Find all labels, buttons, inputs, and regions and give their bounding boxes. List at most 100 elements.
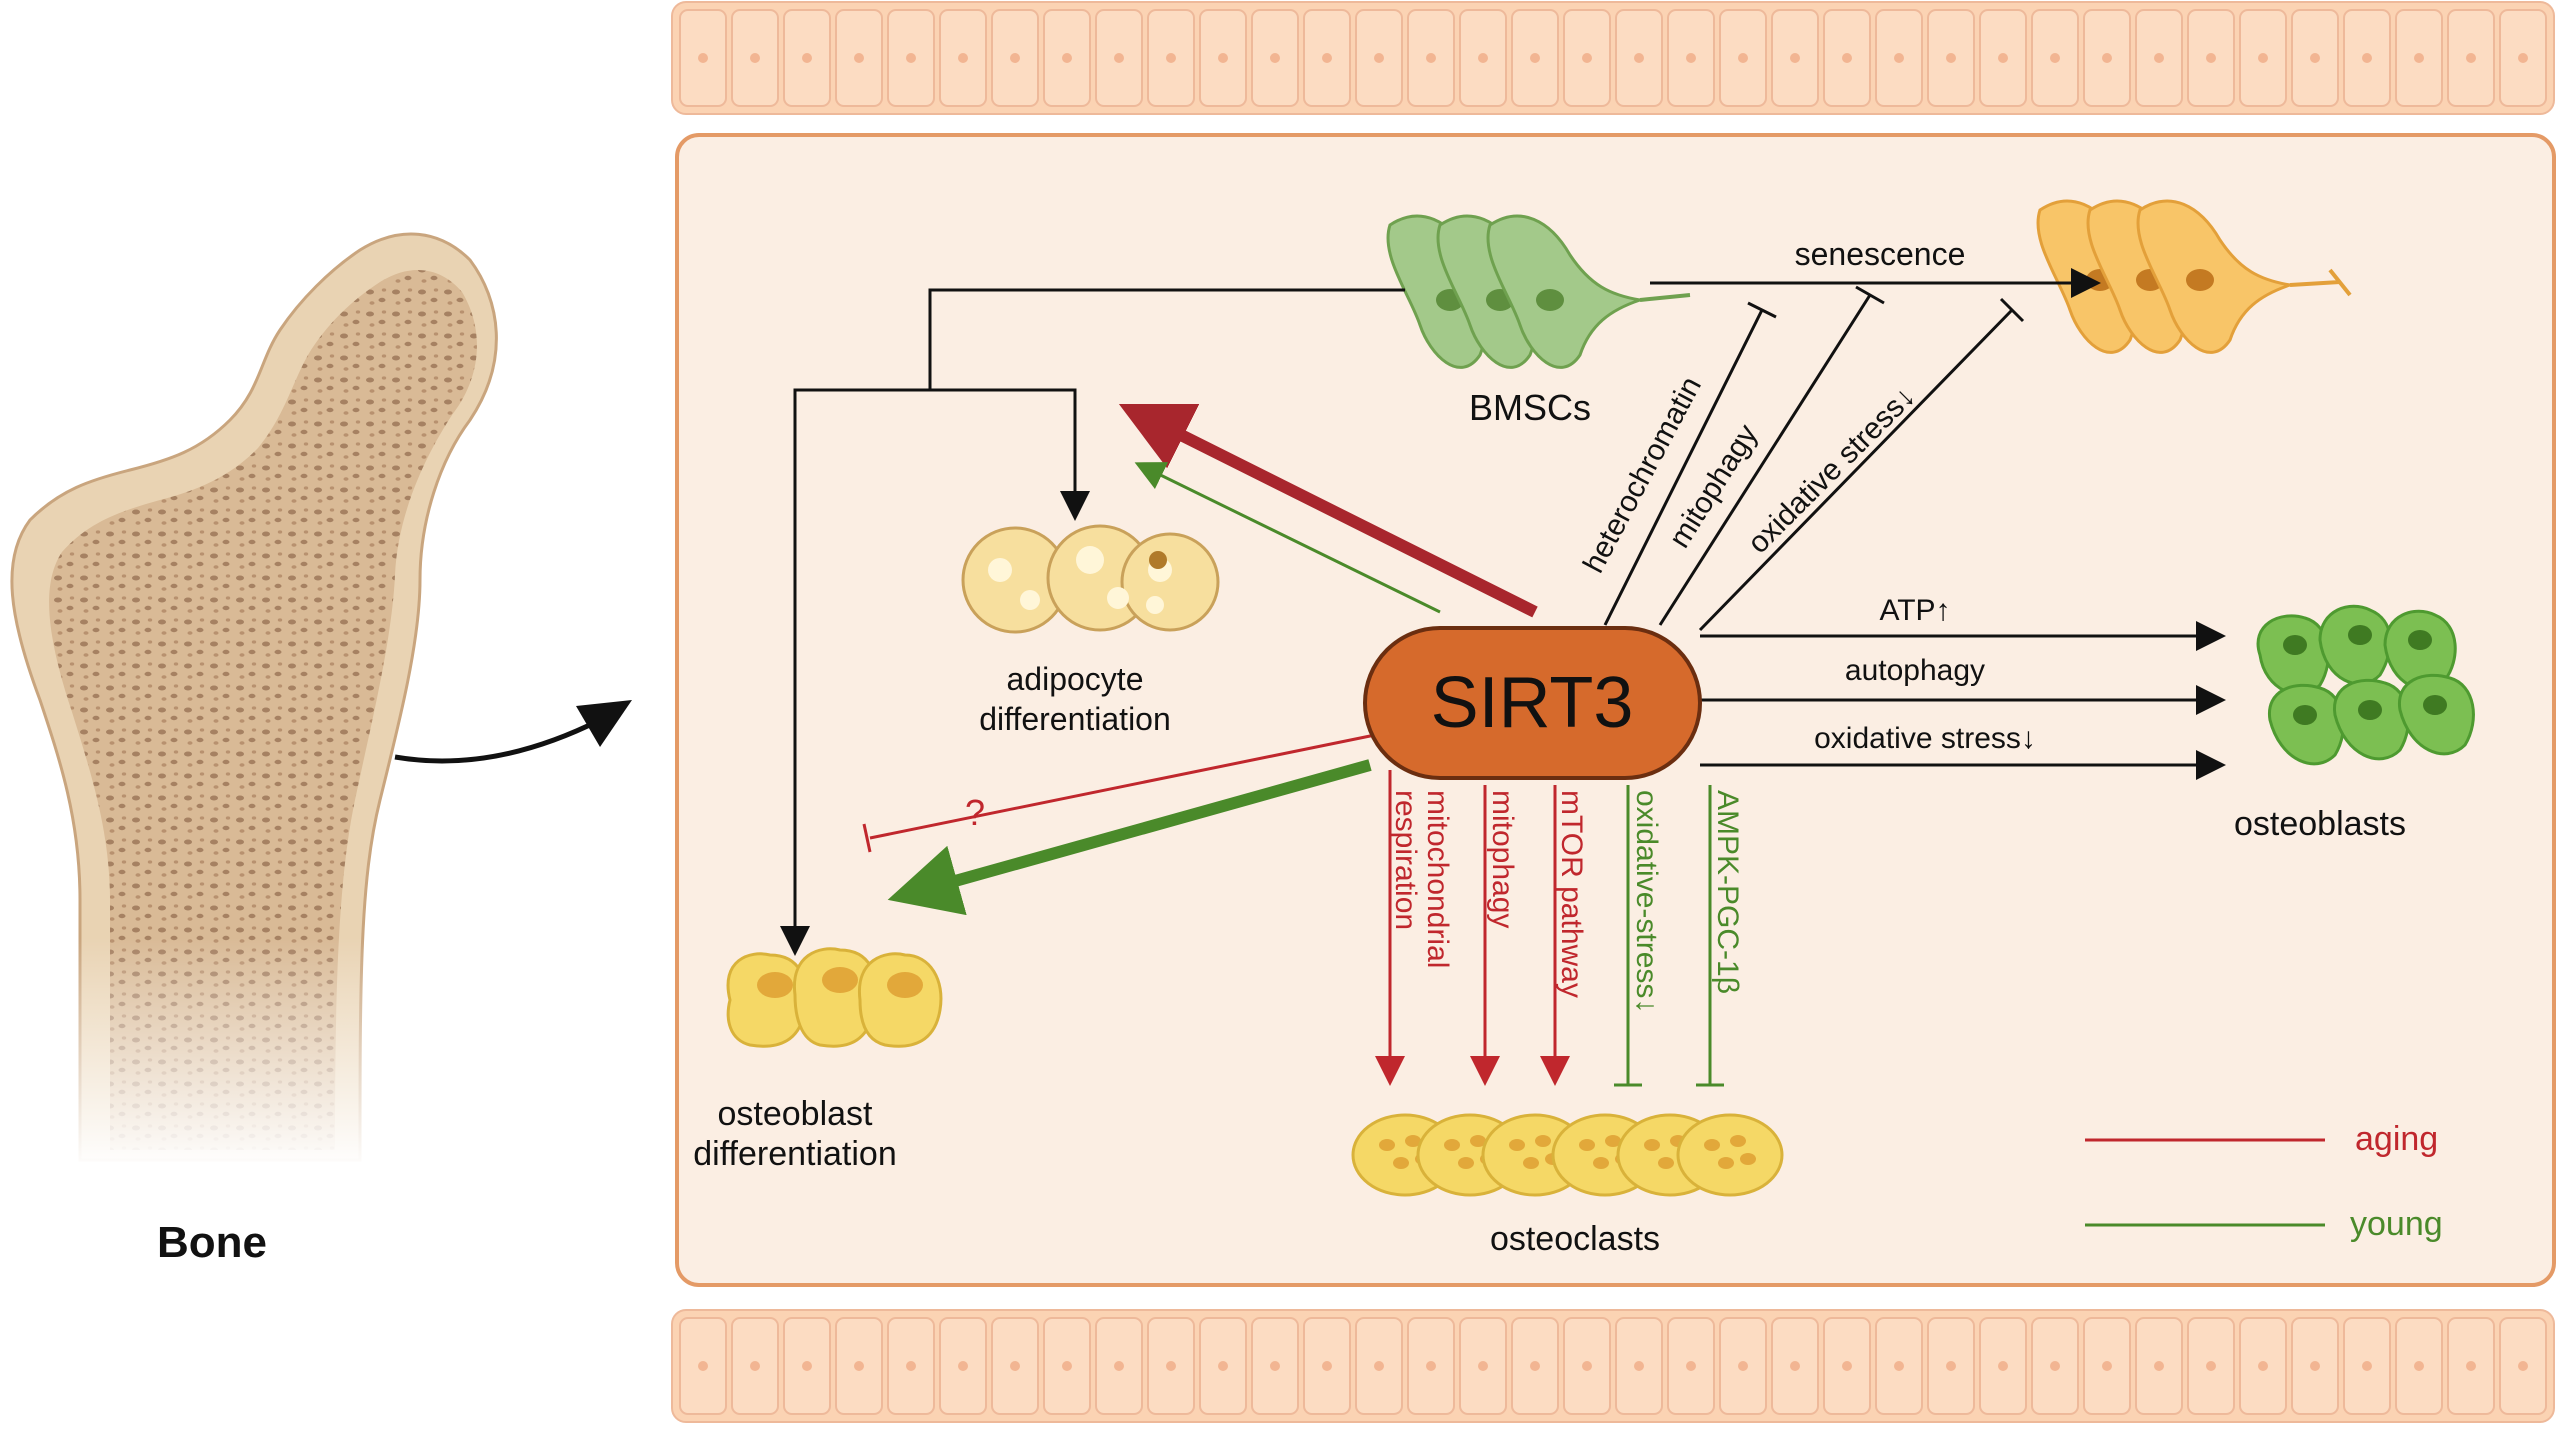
vessel-cell-nucleus [1790, 53, 1800, 63]
vessel-cell-nucleus [1738, 1361, 1748, 1371]
vessel-cell-nucleus [1686, 1361, 1696, 1371]
vessel-cell-nucleus [2362, 1361, 2372, 1371]
vessel-cell-nucleus [1998, 1361, 2008, 1371]
sirt3-label: SIRT3 [1431, 663, 1634, 743]
osteoclast-cells [1351, 1113, 1784, 1197]
bmsc-branch-lines [780, 288, 1405, 956]
osteoclast-nucleus [1523, 1157, 1539, 1169]
vessel-cell-nucleus [750, 53, 760, 63]
aging-adipocyte-arrow [1118, 403, 1538, 618]
bone-to-panel-arrowhead [576, 700, 632, 747]
vessel-cell-nucleus [1114, 1361, 1124, 1371]
vessel-cell-nucleus [802, 53, 812, 63]
senescence-inhibitors [1603, 285, 2025, 632]
vessel-cell-nucleus [1634, 53, 1644, 63]
vessel-top [671, 1, 2555, 115]
mito-resp-label-line1: mitochondrial [1421, 790, 1454, 968]
vessel-cell-nucleus [2206, 1361, 2216, 1371]
vessel-cell-nucleus [958, 1361, 968, 1371]
vessel-cell-nucleus [1530, 53, 1540, 63]
vessel-cell-nucleus [1374, 53, 1384, 63]
vessel-cell-nucleus [1530, 1361, 1540, 1371]
vessel-cell-nucleus [1218, 1361, 1228, 1371]
vessel-cell-nucleus [958, 53, 968, 63]
vessel-cell-nucleus [1478, 53, 1488, 63]
unknown-effect-label: ? [965, 792, 985, 833]
vessel-cell-nucleus [1374, 1361, 1384, 1371]
oxidative-stress-oc-label: oxidative-stress↓ [1630, 790, 1663, 1013]
adipocyte-cells [961, 524, 1220, 634]
senescence-label: senescence [1795, 236, 1966, 272]
osteoblast-diff-cells [726, 947, 943, 1048]
aging-osteoblast-inhibit [869, 733, 1376, 840]
osteoclast-nucleus [1644, 1139, 1660, 1151]
osteoclast-nucleus [1379, 1139, 1395, 1151]
vessel-cell-nucleus [2102, 53, 2112, 63]
vessel-cell-nucleus [698, 53, 708, 63]
mito-resp-label-line2: respiration [1389, 790, 1422, 930]
osteoclast-nucleus [1579, 1139, 1595, 1151]
legend-aging-label: aging [2355, 1120, 2438, 1158]
vessel-cell-nucleus [2466, 53, 2476, 63]
vessel-cell-nucleus [1114, 53, 1124, 63]
vessel-cell-nucleus [1998, 53, 2008, 63]
vessel-cell-nucleus [2362, 53, 2372, 63]
vessel-cell-nucleus [906, 53, 916, 63]
vessel-cell-nucleus [2466, 1361, 2476, 1371]
osteoclast-nucleus [1444, 1139, 1460, 1151]
osteoclasts-label: osteoclasts [1490, 1220, 1660, 1258]
osteoblast-diff-label-line2: differentiation [693, 1135, 897, 1173]
vessel-cell-nucleus [854, 53, 864, 63]
vessel-cell-nucleus [698, 1361, 708, 1371]
vessel-cell-nucleus [2258, 1361, 2268, 1371]
mitophagy-oc-label: mitophagy [1486, 790, 1519, 928]
osteoclast-nucleus [1740, 1153, 1756, 1165]
bone-label: Bone [157, 1218, 267, 1267]
vessel-cell-nucleus [2518, 1361, 2528, 1371]
osteoclast-nucleus [1718, 1157, 1734, 1169]
vessel-cell-nucleus [1218, 53, 1228, 63]
osteoclast-nucleus [1405, 1135, 1421, 1147]
vessel-cell-nucleus [2102, 1361, 2112, 1371]
senescent-cells [2036, 199, 2352, 354]
adipocyte-label-line1: adipocyte [1007, 661, 1144, 697]
vessel-cell-nucleus [2154, 1361, 2164, 1371]
vessel-cell-nucleus [1062, 1361, 1072, 1371]
femur-illustration [0, 232, 520, 1170]
bmscs-label: BMSCs [1469, 387, 1591, 428]
sirt3-hub [1363, 626, 1702, 780]
vessel-bottom [671, 1309, 2555, 1423]
osteoclast-nucleus [1605, 1135, 1621, 1147]
adipocyte-label-line2: differentiation [979, 701, 1171, 737]
autophagy-label: autophagy [1845, 654, 1985, 687]
vessel-cell-nucleus [1166, 53, 1176, 63]
osteoclast-nucleus [1658, 1157, 1674, 1169]
vessel-cell-nucleus [1738, 53, 1748, 63]
vessel-cell-nucleus [906, 1361, 916, 1371]
osteoblast-cells [2256, 604, 2475, 766]
vessel-cell-nucleus [1842, 53, 1852, 63]
legend-young-label: young [2350, 1205, 2443, 1243]
osteoblast-diff-label-line1: osteoblast [718, 1095, 874, 1133]
vessel-cell-nucleus [1790, 1361, 1800, 1371]
vessel-cell-nucleus [1894, 1361, 1904, 1371]
young-osteoblast-arrow [887, 759, 1372, 916]
sirt3-to-osteoblasts [1700, 621, 2226, 780]
bmscs-cells [1386, 214, 1691, 369]
bone-to-panel-arrow [394, 717, 602, 764]
osteoclast-nucleus [1730, 1135, 1746, 1147]
vessel-cell-nucleus [1478, 1361, 1488, 1371]
ampk-label: AMPK-PGC-1β [1711, 790, 1744, 994]
osteoclast-cell [1676, 1113, 1784, 1197]
vessel-cell-nucleus [750, 1361, 760, 1371]
osteoclast-nucleus [1704, 1139, 1720, 1151]
vessel-cell-nucleus [1010, 1361, 1020, 1371]
legend: aging young [2085, 1120, 2443, 1243]
vessel-cell-nucleus [1842, 1361, 1852, 1371]
vessel-cell-nucleus [2310, 53, 2320, 63]
osteoclast-nucleus [1509, 1139, 1525, 1151]
vessel-cell-nucleus [1166, 1361, 1176, 1371]
vessel-cell-nucleus [1946, 53, 1956, 63]
